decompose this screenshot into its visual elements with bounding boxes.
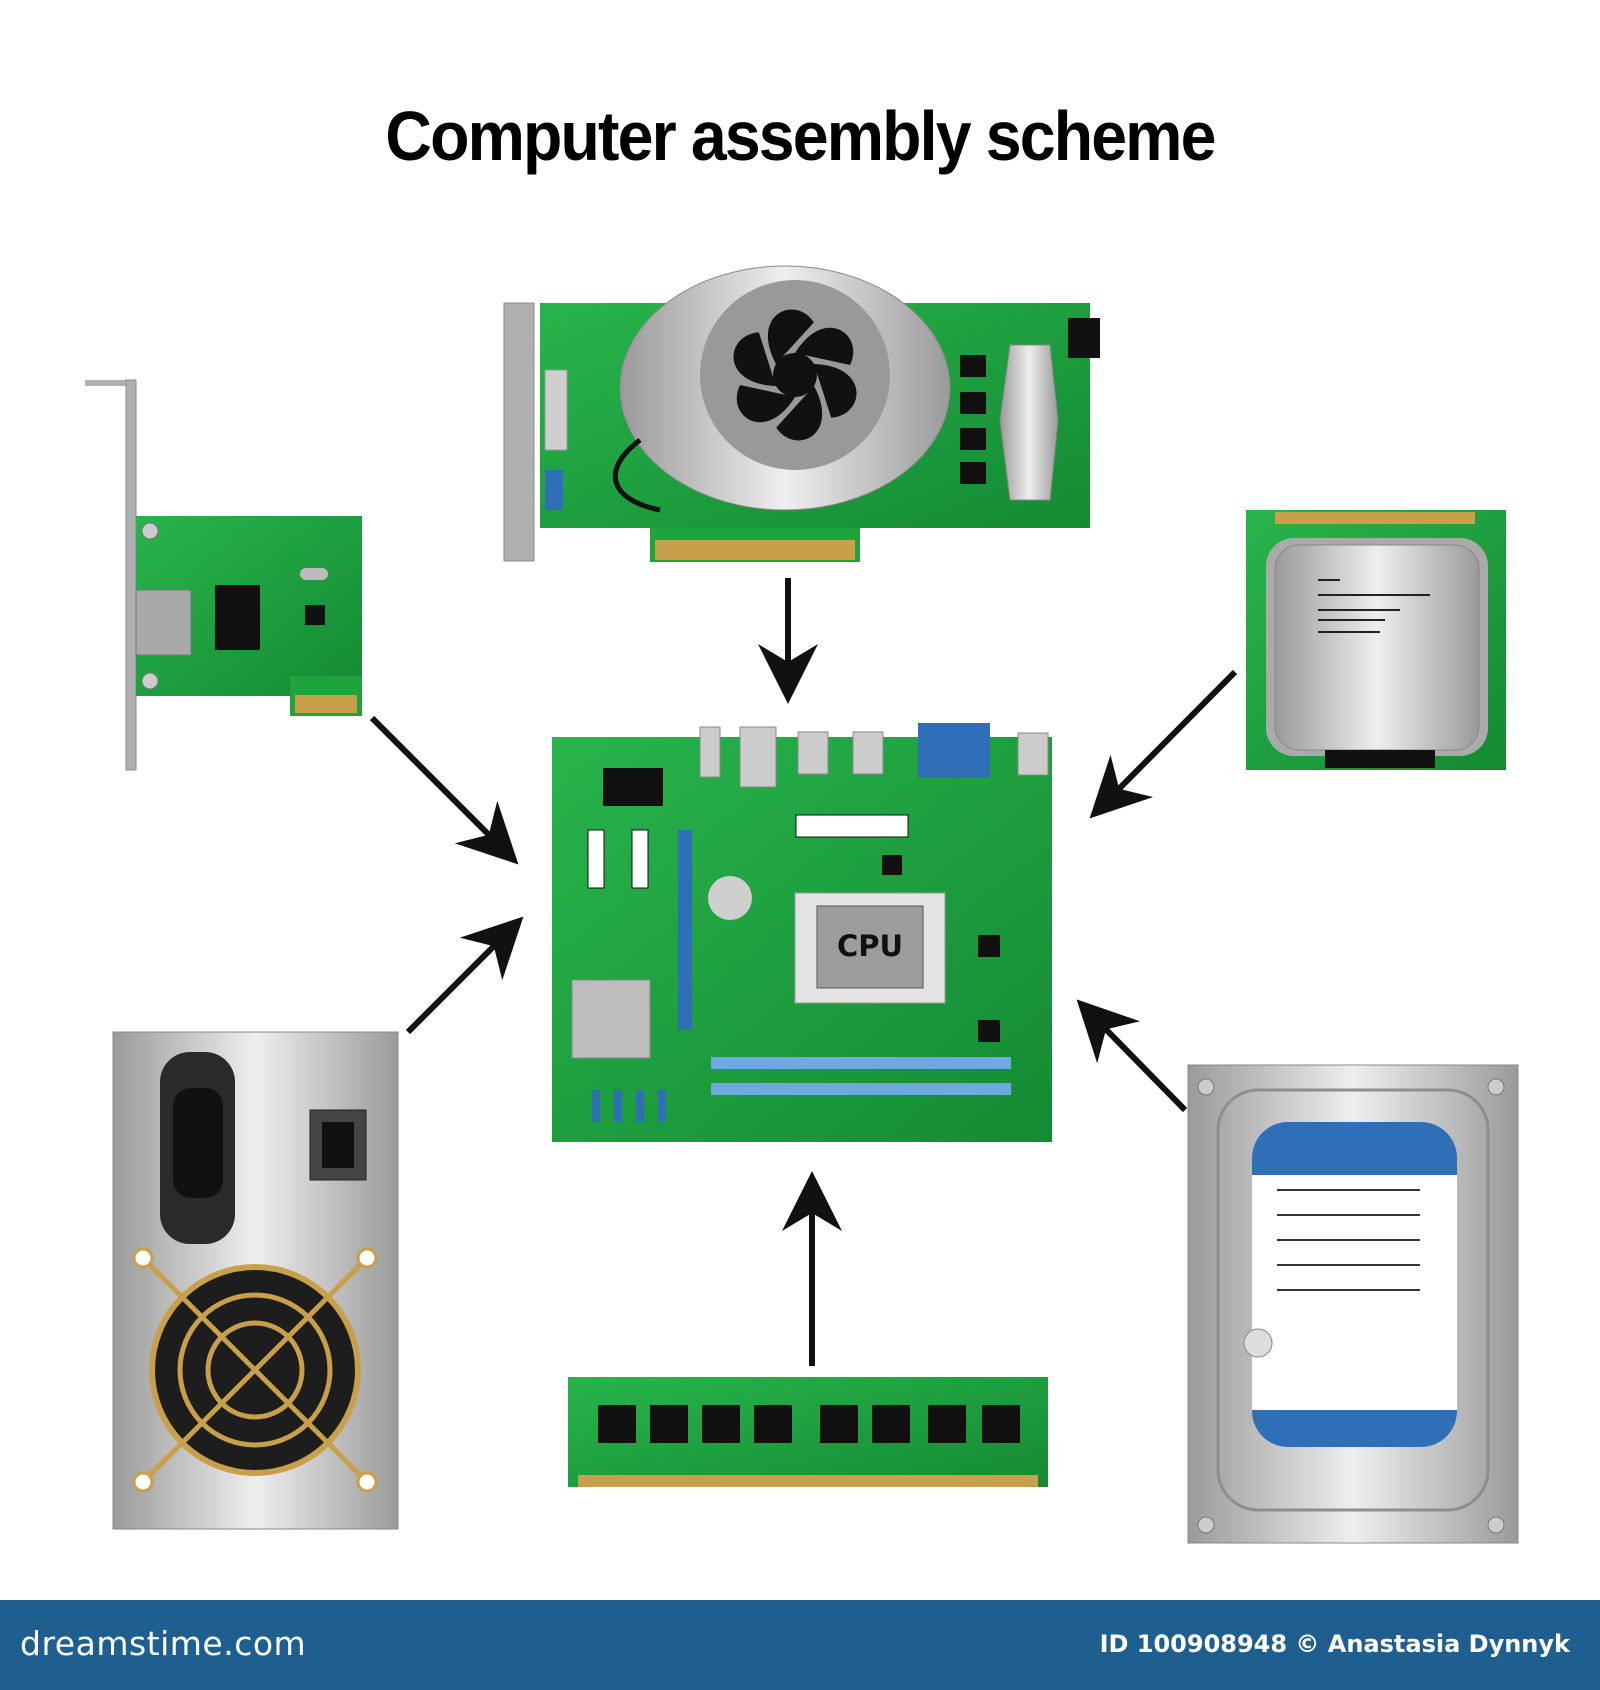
screw-icon <box>141 672 159 690</box>
gpu-dvi-port <box>544 369 568 451</box>
diagram-title: Computer assembly scheme <box>385 97 1216 175</box>
arrows <box>369 578 1238 1366</box>
screw-icon <box>141 522 159 540</box>
gpu-bracket <box>503 302 535 562</box>
gpu-heatsink-fin <box>999 344 1059 501</box>
arrow-cpu-to-motherboard <box>1089 669 1238 819</box>
vga-port <box>918 723 990 778</box>
fan-icon <box>733 309 857 441</box>
arrow-nic-to-motherboard <box>369 715 519 865</box>
ram-slot <box>711 1057 1011 1069</box>
assembly-diagram: CPU <box>85 265 1519 1544</box>
brand-logo: dreamstime.com <box>20 1624 307 1663</box>
power-supply <box>112 1031 399 1530</box>
network-card <box>85 379 362 771</box>
chipset-heatsink <box>571 979 651 1059</box>
arrow-hdd-to-motherboard <box>1076 999 1188 1113</box>
nic-bracket <box>125 379 137 771</box>
ram-gold-pins <box>578 1475 1038 1487</box>
motherboard: CPU <box>552 723 1052 1142</box>
image-credit: ID 100908948 © Anastasia Dynnyk <box>1099 1630 1570 1658</box>
footer-bar: dreamstime.com ID 100908948 © Anastasia … <box>0 1600 1600 1690</box>
cpu-package <box>1246 510 1506 770</box>
hard-drive <box>1187 1064 1519 1544</box>
ram-module <box>568 1377 1048 1487</box>
graphics-card <box>503 265 1100 562</box>
pcie-slot <box>678 830 692 1030</box>
gpu-power-connector <box>1068 318 1100 358</box>
nic-gold-pins <box>295 695 357 713</box>
nic-chip <box>215 585 260 650</box>
power-switch-icon <box>322 1122 354 1168</box>
gpu-vga-port <box>545 470 563 510</box>
power-socket-icon <box>173 1088 223 1198</box>
ram-slot <box>711 1083 1011 1095</box>
ram-pcb <box>568 1377 1048 1487</box>
rj45-port <box>135 589 192 656</box>
arrow-psu-to-motherboard <box>405 916 524 1035</box>
cpu-heat-spreader <box>1274 544 1480 751</box>
gpu-gold-pins <box>655 540 855 560</box>
cpu-socket-label: CPU <box>837 929 903 963</box>
